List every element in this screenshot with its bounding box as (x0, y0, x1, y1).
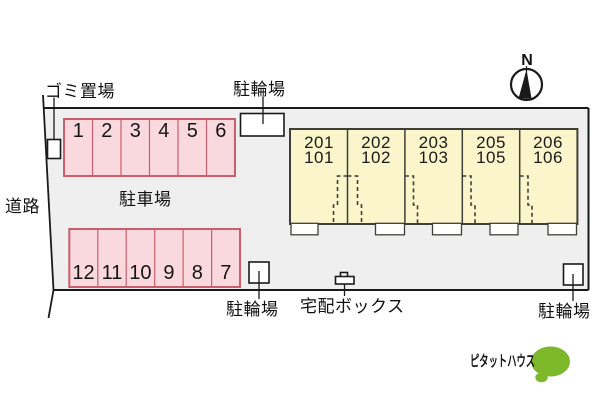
garbage-area-label: ゴミ置場 (45, 82, 115, 101)
logo-bubble-icon (531, 346, 570, 383)
stall-number: 7 (220, 262, 232, 284)
logo-brand-text: ピタットハウス (470, 353, 536, 370)
leader-lines (53, 96, 574, 301)
parking-row-top (63, 118, 236, 177)
unit-upper-number: 206 (533, 133, 563, 152)
north-label: N (521, 52, 533, 69)
bicycle-parking-bottom-right-label: 駐輪場 (538, 302, 591, 321)
unit-upper-number: 205 (476, 133, 506, 152)
road-label: 道路 (5, 197, 40, 216)
stall-number: 6 (215, 120, 227, 142)
stall-number: 5 (186, 120, 198, 142)
stair-outlines (332, 175, 533, 223)
bicycle-shed-top (239, 112, 285, 137)
unit-label: 206 106 (519, 133, 577, 167)
north-arrow-icon (509, 66, 544, 102)
stall-number: 4 (158, 120, 170, 142)
garbage-box (46, 138, 62, 160)
stall-number: 10 (129, 262, 152, 284)
unit-upper-number: 203 (418, 133, 449, 152)
unit-upper-number: 202 (361, 133, 391, 152)
unit-upper-number: 201 (304, 133, 334, 152)
unit-lower-number: 106 (533, 148, 563, 167)
unit-label: 201 101 (290, 133, 348, 167)
stall-number: 3 (129, 120, 141, 142)
unit-label: 202 102 (347, 133, 405, 167)
parking-row-bottom (68, 228, 241, 288)
unit-lower-number: 103 (418, 148, 449, 167)
unit-label: 205 105 (462, 133, 520, 167)
stall-number: 11 (101, 262, 123, 284)
building (289, 128, 579, 236)
parking-lot-label: 駐車場 (119, 190, 172, 209)
bicycle-parking-bottom-left-label: 駐輪場 (226, 300, 279, 319)
stall-number: 12 (72, 262, 95, 284)
entrance-porches (290, 222, 578, 236)
bicycle-parking-top-label: 駐輪場 (233, 80, 286, 99)
site-boundary (42, 94, 590, 319)
stall-number: 1 (72, 120, 84, 142)
stall-number: 2 (101, 120, 113, 142)
stall-number: 8 (191, 262, 203, 284)
unit-lower-number: 101 (304, 148, 334, 167)
stall-number: 9 (163, 262, 175, 284)
delivery-box (334, 275, 355, 285)
delivery-box-label: 宅配ボックス (300, 297, 405, 316)
road-edge-line (42, 94, 55, 319)
unit-label: 203 103 (405, 133, 463, 167)
unit-lower-number: 102 (361, 148, 391, 167)
unit-lower-number: 105 (476, 148, 506, 167)
